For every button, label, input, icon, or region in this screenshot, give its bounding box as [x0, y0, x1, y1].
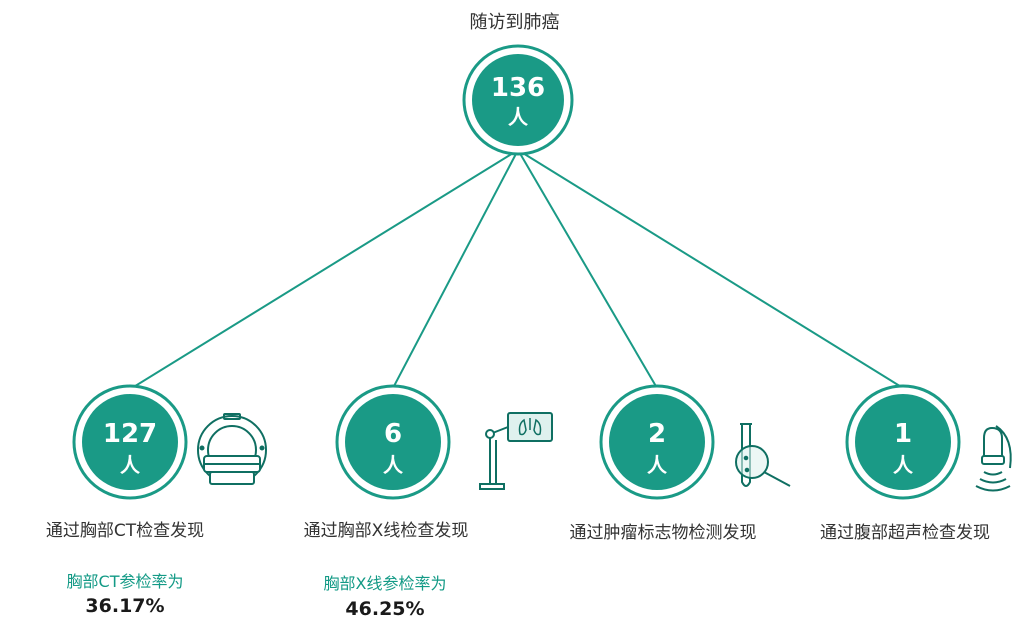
leaf-node-xray: 6 人	[335, 384, 451, 500]
leaf-unit: 人	[120, 453, 141, 477]
rate-value-xray: 46.25%	[345, 598, 425, 620]
root-node: 136 人	[462, 44, 574, 156]
leaf-node-tumor-marker: 2 人	[599, 384, 715, 500]
leaf-count: 6	[384, 419, 402, 449]
connector-line-2	[392, 149, 519, 389]
root-title: 随访到肺癌	[469, 12, 560, 33]
rate-label-xray: 胸部X线参检率为	[323, 574, 447, 593]
connector-line-3	[517, 149, 658, 389]
leaf-label-ct: 通过胸部CT检查发现	[45, 521, 205, 541]
xray-machine-icon	[479, 412, 553, 490]
leaf-count: 127	[103, 419, 157, 449]
leaf-unit: 人	[647, 453, 668, 477]
leaf-label-xray: 通过胸部X线检查发现	[303, 521, 469, 541]
root-count: 136	[491, 73, 545, 103]
leaf-label-ultrasound: 通过腹部超声检查发现	[820, 523, 990, 543]
leaf-unit: 人	[893, 453, 914, 477]
leaf-node-ct: 127 人	[72, 384, 188, 500]
rate-label-ct: 胸部CT参检率为	[66, 572, 184, 591]
leaf-unit: 人	[383, 453, 404, 477]
root-unit: 人	[508, 105, 529, 129]
leaf-label-tumor-marker: 通过肿瘤标志物检测发现	[569, 523, 757, 543]
leaf-node-ultrasound: 1 人	[845, 384, 961, 500]
connectors	[131, 149, 904, 389]
ultrasound-probe-icon	[975, 425, 1012, 492]
connector-line-1	[131, 149, 519, 389]
connector-line-4	[517, 149, 904, 389]
test-tube-icon	[735, 423, 791, 487]
rate-value-ct: 36.17%	[85, 595, 165, 617]
ct-scanner-icon	[197, 413, 267, 485]
leaf-count: 1	[894, 419, 912, 449]
leaf-count: 2	[648, 419, 666, 449]
